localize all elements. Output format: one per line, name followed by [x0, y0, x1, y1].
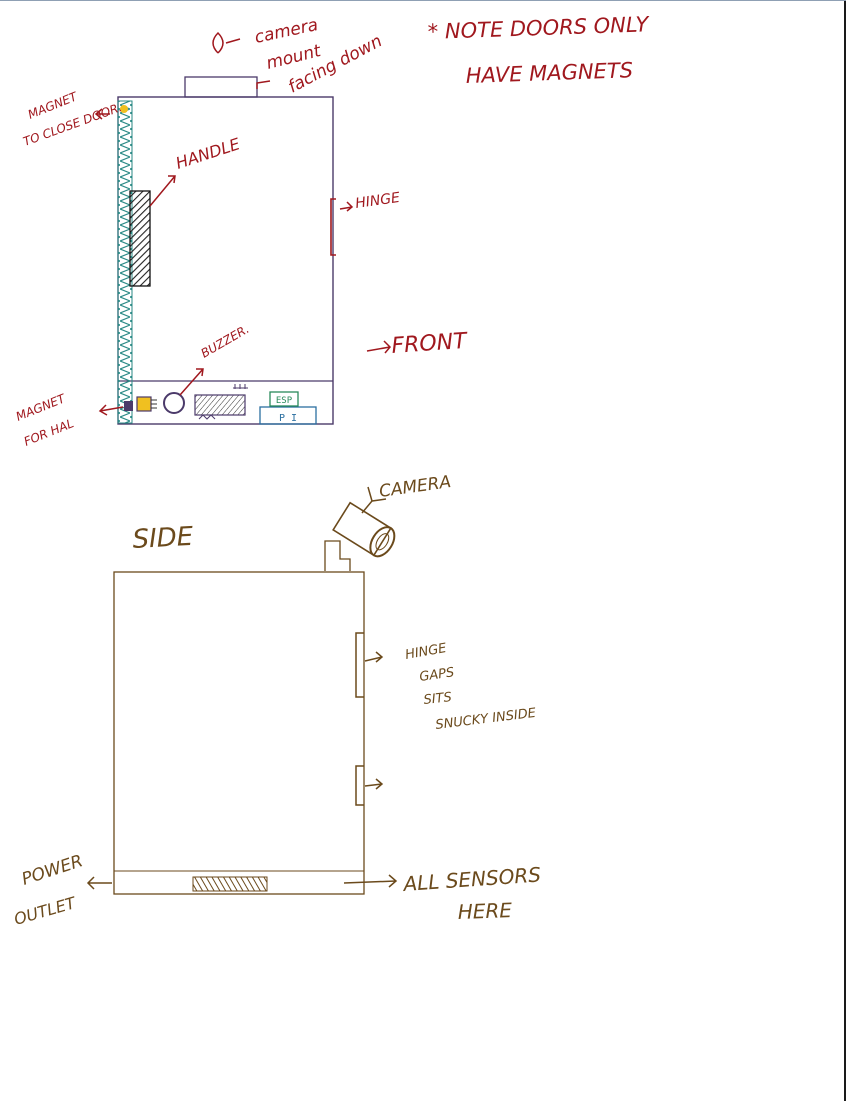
camera-mount	[185, 77, 257, 97]
buzzer	[164, 393, 184, 413]
hinge-note-4: SNUCKY INSIDE	[435, 706, 538, 733]
front-view: ESP P I camera mount facing down * NOTE …	[14, 12, 651, 449]
front-label: FRONT	[391, 329, 469, 359]
magnet-hal-note-1: MAGNET	[14, 391, 69, 424]
camera-stand	[325, 541, 350, 571]
power-outlet-note-2: OUTLET	[12, 893, 79, 929]
sensor-board	[195, 395, 245, 415]
hall-magnet	[124, 401, 133, 411]
pi-label: P I	[279, 413, 297, 424]
side-cabinet	[114, 572, 364, 894]
hinge-note-2: GAPS	[418, 665, 455, 685]
doors-note-1: * NOTE DOORS ONLY	[427, 12, 651, 44]
side-view: SIDE CAMERA HINGE GAPS SITS SNUCKY INSID…	[12, 472, 542, 929]
door-handle	[130, 191, 150, 286]
camera-body	[333, 503, 399, 561]
sensors-note-2: HERE	[457, 898, 512, 924]
magnet-hal-note-2: FOR HAL	[22, 416, 76, 449]
side-hinge-top	[356, 633, 364, 697]
side-hinge-bottom	[356, 766, 364, 805]
sensors-note-1: ALL SENSORS	[401, 862, 542, 896]
buzzer-label: BUZZER.	[199, 322, 252, 361]
hinge-note-1: HINGE	[404, 641, 448, 663]
hinge-note-3: SITS	[423, 690, 453, 708]
hall-sensor	[137, 397, 151, 411]
camera-label: CAMERA	[378, 472, 452, 502]
handle-label: HANDLE	[173, 134, 243, 173]
side-sensor-block	[193, 877, 267, 891]
power-outlet-note-1: POWER	[19, 851, 85, 889]
hinge-label: HINGE	[354, 190, 401, 212]
doors-note-2: HAVE MAGNETS	[465, 58, 633, 88]
esp-label: ESP	[276, 396, 293, 406]
side-title: SIDE	[132, 522, 195, 555]
